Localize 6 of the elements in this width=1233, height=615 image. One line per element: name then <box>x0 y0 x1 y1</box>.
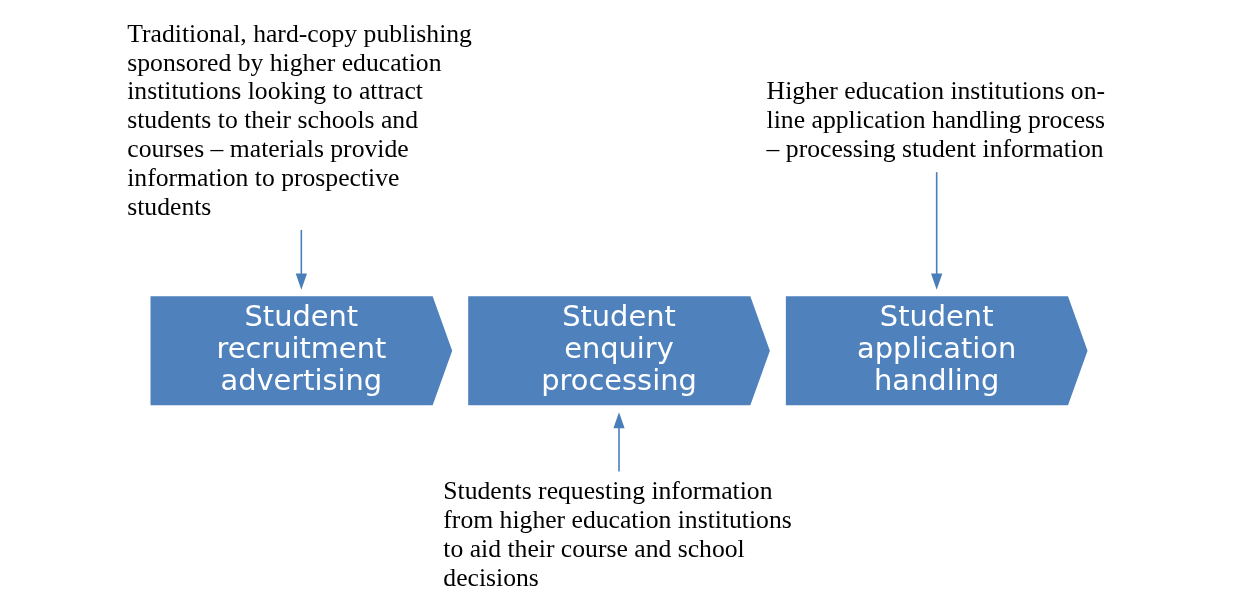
node-text: Higher education institutions on-line application handling process – processing student information <box>766 76 1105 164</box>
node-text: Students requesting information from higher education institutions to aid their course and school decisions <box>442 475 792 592</box>
arrow <box>612 412 625 473</box>
arrow <box>295 229 307 290</box>
node-text: Traditional, hard-copy publishing sponsored by higher education institutions looking to attract students to their schools and courses – materials provide information to prospective students <box>126 18 472 221</box>
arrow <box>930 171 942 290</box>
